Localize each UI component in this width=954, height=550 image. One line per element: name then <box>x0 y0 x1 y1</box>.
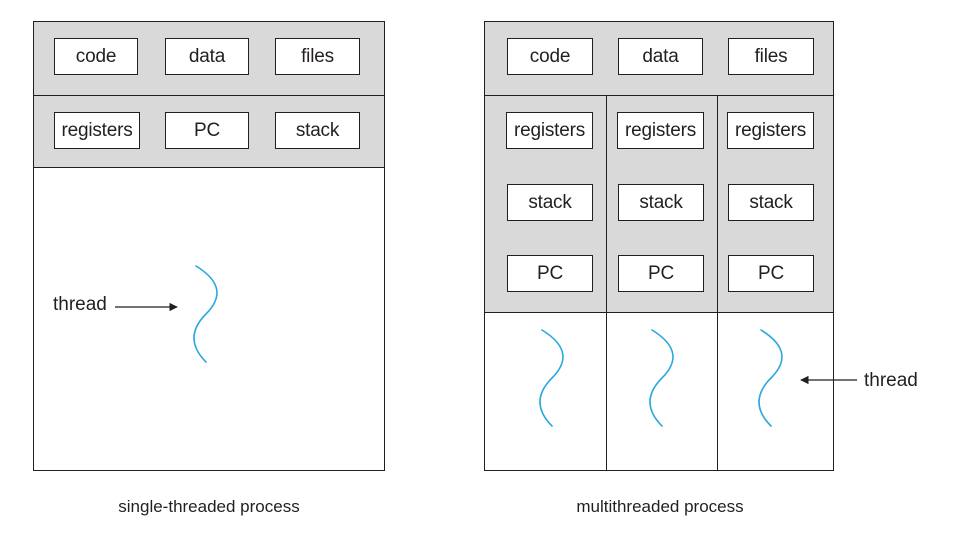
registers-box: registers <box>54 112 140 149</box>
pc-box: PC <box>618 255 704 292</box>
band-divider <box>34 95 384 96</box>
data-box: data <box>618 38 703 75</box>
registers-box: registers <box>727 112 814 149</box>
band-divider <box>34 167 384 168</box>
thread-column-divider <box>717 96 718 470</box>
single-threaded-process: code data files registers PC stack <box>33 21 385 471</box>
stack-box: stack <box>507 184 593 221</box>
registers-box: registers <box>506 112 593 149</box>
single-threaded-caption: single-threaded process <box>118 497 300 516</box>
thread-label: thread <box>864 370 918 391</box>
code-box: code <box>507 38 593 75</box>
registers-box: registers <box>617 112 704 149</box>
stack-box: stack <box>275 112 360 149</box>
thread-column-divider <box>606 96 607 470</box>
stack-box: stack <box>728 184 814 221</box>
pc-box: PC <box>165 112 249 149</box>
multithreaded-process: code data files registers stack PC regis… <box>484 21 834 471</box>
band-divider <box>485 312 833 313</box>
data-box: data <box>165 38 249 75</box>
files-box: files <box>728 38 814 75</box>
band-divider <box>485 95 833 96</box>
pc-box: PC <box>728 255 814 292</box>
thread-label: thread <box>53 294 107 315</box>
code-box: code <box>54 38 138 75</box>
files-box: files <box>275 38 360 75</box>
pc-box: PC <box>507 255 593 292</box>
multithreaded-caption: multithreaded process <box>576 497 744 516</box>
stack-box: stack <box>618 184 704 221</box>
